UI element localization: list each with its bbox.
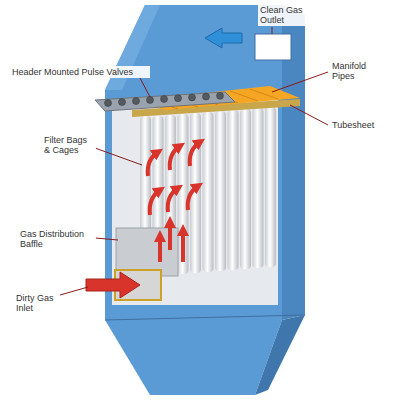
filter-bag: [203, 112, 214, 272]
pulse-valve: [203, 93, 210, 100]
flow-arrow: [168, 188, 178, 212]
filter-bag: [265, 107, 276, 267]
part-label: Clean Gas Outlet: [258, 4, 308, 26]
leader-line: [95, 148, 142, 165]
flow-arrow: [170, 146, 180, 170]
flow-arrow: [148, 152, 158, 176]
gas-flow-arrows: [148, 142, 200, 262]
pulse-valve: [105, 100, 112, 107]
outlet-opening: [255, 34, 291, 60]
filter-bag: [215, 111, 226, 271]
leader-line: [272, 27, 273, 34]
manifold-pipe: [250, 89, 278, 99]
pulse-valve: [119, 99, 126, 106]
leader-line: [140, 78, 150, 97]
part-label: Gas Distribution Baffle: [18, 228, 96, 250]
flow-arrow: [150, 190, 160, 215]
pulse-valve: [175, 95, 182, 102]
filter-bag: [240, 109, 251, 269]
valve-header: [95, 92, 235, 111]
flow-arrow: [158, 236, 162, 262]
pulse-valves: [105, 92, 224, 106]
filter-bag: [228, 110, 239, 270]
part-label: Tubesheet: [330, 119, 390, 131]
clean-gas-arrow: [205, 28, 242, 48]
filter-bag: [253, 108, 264, 268]
part-label: Filter Bags & Cages: [42, 134, 96, 156]
pulse-valve: [133, 98, 140, 105]
interior-cutaway: [112, 90, 278, 305]
pulse-valve: [217, 92, 224, 99]
pulse-valve: [161, 96, 168, 103]
flow-arrow: [188, 186, 198, 210]
hopper-front: [105, 320, 282, 395]
filter-bag: [178, 114, 189, 274]
leader-line: [60, 287, 88, 295]
hopper-side: [255, 315, 305, 395]
filter-bags: [140, 107, 276, 276]
part-label: Dirty Gas Inlet: [14, 292, 60, 314]
part-label: Manifold Pipes: [330, 60, 380, 82]
pulse-valve: [189, 94, 196, 101]
pulse-valve: [147, 97, 154, 104]
hopper-edge: [105, 315, 305, 320]
flow-arrow: [190, 142, 200, 166]
leader-line: [272, 72, 328, 92]
flow-arrow: [181, 230, 185, 262]
leader-line: [95, 238, 118, 240]
dirty-gas-arrow: [86, 272, 140, 298]
leader-line: [290, 105, 328, 125]
flow-arrow: [168, 222, 172, 250]
part-label: Header Mounted Pulse Valves: [10, 66, 150, 78]
manifold-pipe: [230, 91, 258, 101]
